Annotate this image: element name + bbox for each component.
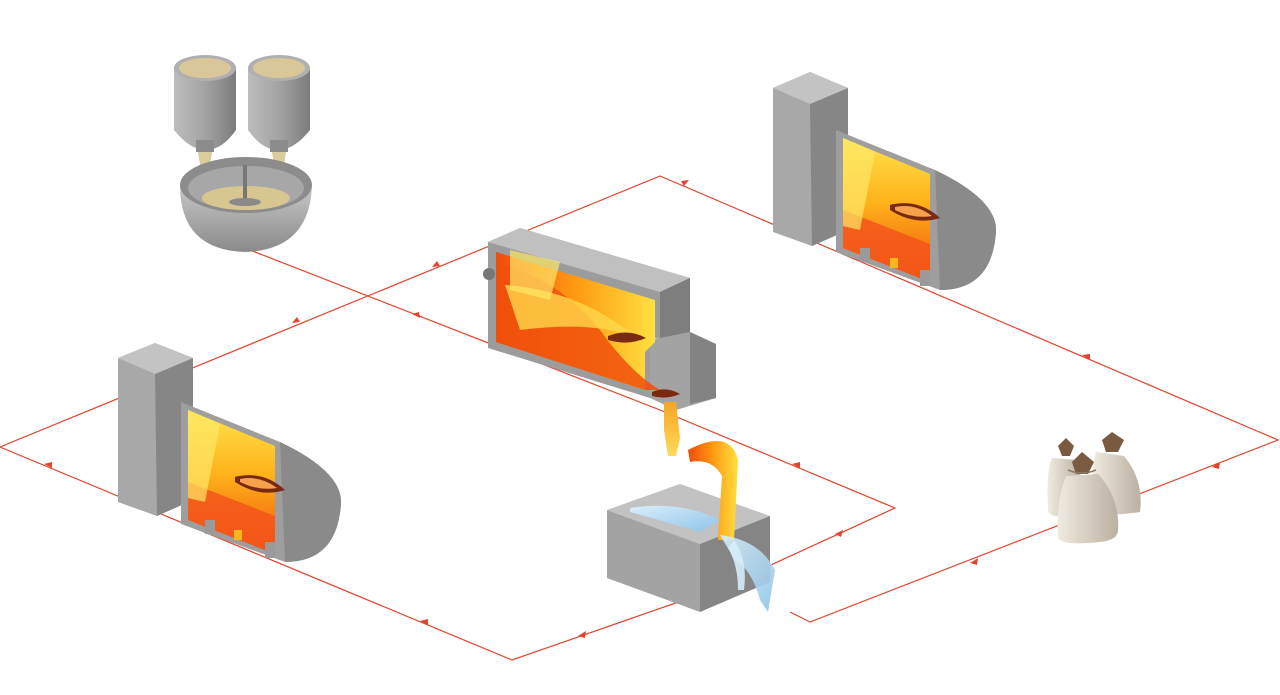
flow-line-center-right: [659, 409, 897, 571]
flow-arrow: [970, 558, 978, 565]
flow-arrow: [44, 462, 52, 468]
sacks-icon: [1047, 432, 1141, 544]
melting-furnace-icon: [483, 228, 716, 456]
water-quench-tank-icon: [607, 441, 775, 612]
flow-arrow: [1212, 462, 1220, 469]
flow-arrow: [792, 462, 800, 468]
flow-line-bottom-loop: [0, 446, 691, 661]
flow-lines: [0, 175, 1280, 661]
flow-arrow: [432, 261, 440, 267]
flow-arrow: [292, 317, 300, 323]
flow-arrow: [412, 312, 420, 318]
flow-arrow: [420, 619, 428, 625]
flow-arrow: [835, 530, 843, 537]
kiln-furnace-icon: [118, 343, 342, 562]
flow-arrows: [44, 180, 1220, 638]
flow-arrow: [578, 631, 586, 638]
kiln-furnace-icon: [773, 72, 997, 290]
flow-line-mixer-to-melter: [249, 249, 661, 411]
flow-arrow: [1082, 354, 1090, 360]
flow-arrow: [681, 180, 689, 186]
flow-line-top-diagonal: [0, 175, 1280, 623]
mixer-hoppers-icon: [174, 55, 312, 252]
